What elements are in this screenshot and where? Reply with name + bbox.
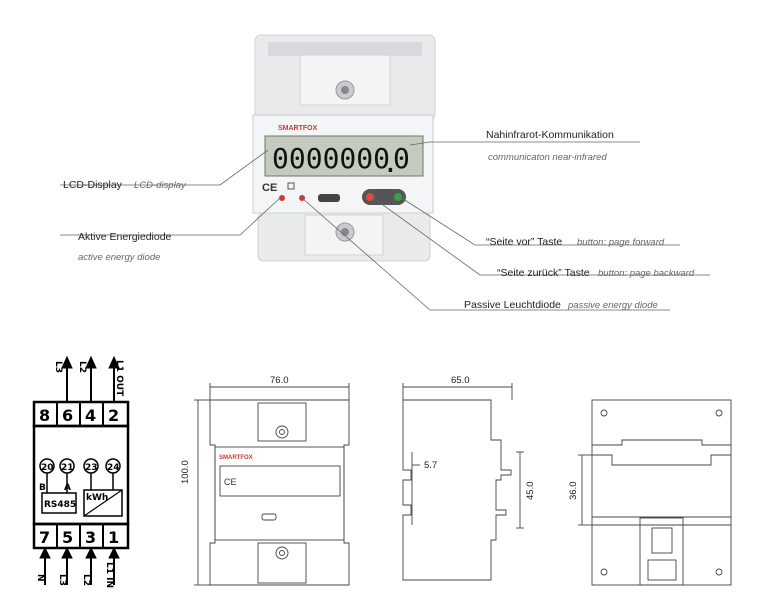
callout-nir: Nahinfrarot-Kommunikation communicaton n… [486,129,614,163]
terminal-3: 3 [85,528,96,547]
callout-aed-label: Aktive Energiediode [78,231,172,243]
callout-back-sub: button: page backward [598,268,695,279]
active-led-icon [279,195,285,201]
front-view-drawing: CE [194,383,350,586]
svg-text:.: . [382,146,399,179]
terminal-5: 5 [62,528,73,547]
callout-aed-sub: active energy diode [78,252,160,263]
callout-lcd: LCD-Display LCD-display [63,179,187,191]
terminal-24: 24 [107,463,120,473]
side-view-drawing [402,383,524,581]
bottom-label-l3: L3 [57,574,67,586]
top-label-l1-out: L1 OUT [114,360,124,397]
lcd-digits: 0000000 [272,142,390,175]
drawing-brand-logo: SMARTFOX [219,455,253,461]
callout-back: “Seite zurück” Taste button: page backwa… [497,267,695,279]
callout-fwd: “Seite vor” Taste button: page forward [486,236,665,248]
top-label-l2: L2 [77,361,87,373]
brand-logo: SMARTFOX [278,125,318,132]
terminal-7: 7 [39,528,50,547]
callout-passive-sub: passive energy diode [567,300,658,311]
dim-back-height: 36.0 [568,482,579,501]
dim-side-height: 45.0 [525,482,536,501]
bottom-label-l2: L2 [81,574,91,586]
terminal-4: 4 [85,406,96,425]
wiring-text: 8 6 4 2 L3 L2 L1 OUT 20 21 23 24 B A RS4… [35,360,124,588]
terminal-21: 21 [61,463,74,473]
dim-front-height: 100.0 [180,460,191,484]
dim-side-step: 5.7 [424,460,437,471]
lcd-screen [264,135,424,177]
dim-side-depth: 65.0 [451,375,470,386]
bottom-label-l1-in: L1 IN [104,562,114,588]
terminal-23: 23 [85,463,98,473]
page-forward-button [394,193,402,201]
meter-photo: SMARTFOX 0000000 0 . CE [252,34,436,262]
callout-lcd-label: LCD-Display [63,179,123,191]
callout-fwd-label: “Seite vor” Taste [486,236,562,248]
rs485-a: A [64,483,71,493]
kwh-label: kWh [86,493,108,503]
front-ce-mark: CE [224,477,237,487]
callout-back-label: “Seite zurück” Taste [497,267,590,279]
terminal-8: 8 [39,406,50,425]
callout-passive: Passive Leuchtdiode passive energy diode [464,299,658,311]
rs485-label: RS485 [44,500,76,510]
back-view-drawing [578,399,732,586]
terminal-1: 1 [108,528,119,547]
callout-lcd-sub: LCD-display [134,180,187,191]
dim-front-width: 76.0 [270,375,289,386]
callout-passive-label: Passive Leuchtdiode [464,299,561,311]
terminal-2: 2 [108,406,119,425]
callout-aed: Aktive Energiediode active energy diode [78,231,172,263]
ce-mark: CE [262,182,277,194]
top-label-l3: L3 [53,361,63,373]
svg-text:0: 0 [393,142,410,175]
wiring-diagram [32,355,130,585]
callout-fwd-sub: button: page forward [577,237,665,248]
callout-nir-label: Nahinfrarot-Kommunikation [486,129,614,141]
button-pad [362,189,406,205]
page-backward-button [366,193,374,201]
bottom-label-n: N [35,574,45,582]
infrared-port [318,194,340,202]
terminal-6: 6 [62,406,73,425]
callout-nir-sub: communicaton near-infrared [488,152,607,163]
terminal-20: 20 [41,463,54,473]
rs485-b: B [39,483,46,493]
callout-lines [60,141,710,311]
